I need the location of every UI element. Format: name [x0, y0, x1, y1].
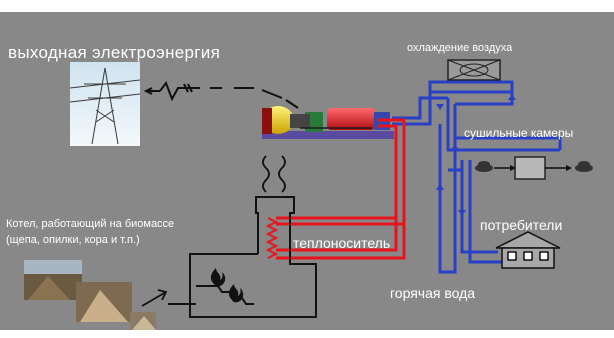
- house-icon: [496, 232, 560, 268]
- fire-icon: [211, 268, 243, 302]
- drying-chambers-label: сушильные камеры: [464, 127, 573, 139]
- transmission-tower-icon: [70, 62, 140, 146]
- heat-carrier-label: теплоноситель: [293, 236, 390, 250]
- output-power-label: выходная электроэнергия: [8, 44, 220, 61]
- generator-icon: [262, 106, 394, 139]
- power-output-line: [146, 83, 298, 108]
- consumers-label: потребители: [480, 218, 562, 232]
- air-cooling-label: охлаждение воздуха: [407, 43, 512, 54]
- smoke-icon: [263, 156, 285, 192]
- heat-exchanger-coil: [268, 218, 276, 258]
- biomass-photo-icon: [24, 260, 156, 330]
- fuel-feed-arrow: [142, 290, 166, 306]
- boiler-label-line2: (щепа, опилки, кора и т.п.): [6, 235, 140, 246]
- air-cooler-icon: [448, 60, 500, 80]
- boiler-label-line1: Котел, работающий на биомассе: [6, 219, 174, 230]
- hot-water-label: горячая вода: [390, 286, 475, 300]
- drying-chamber-icon: [475, 157, 593, 179]
